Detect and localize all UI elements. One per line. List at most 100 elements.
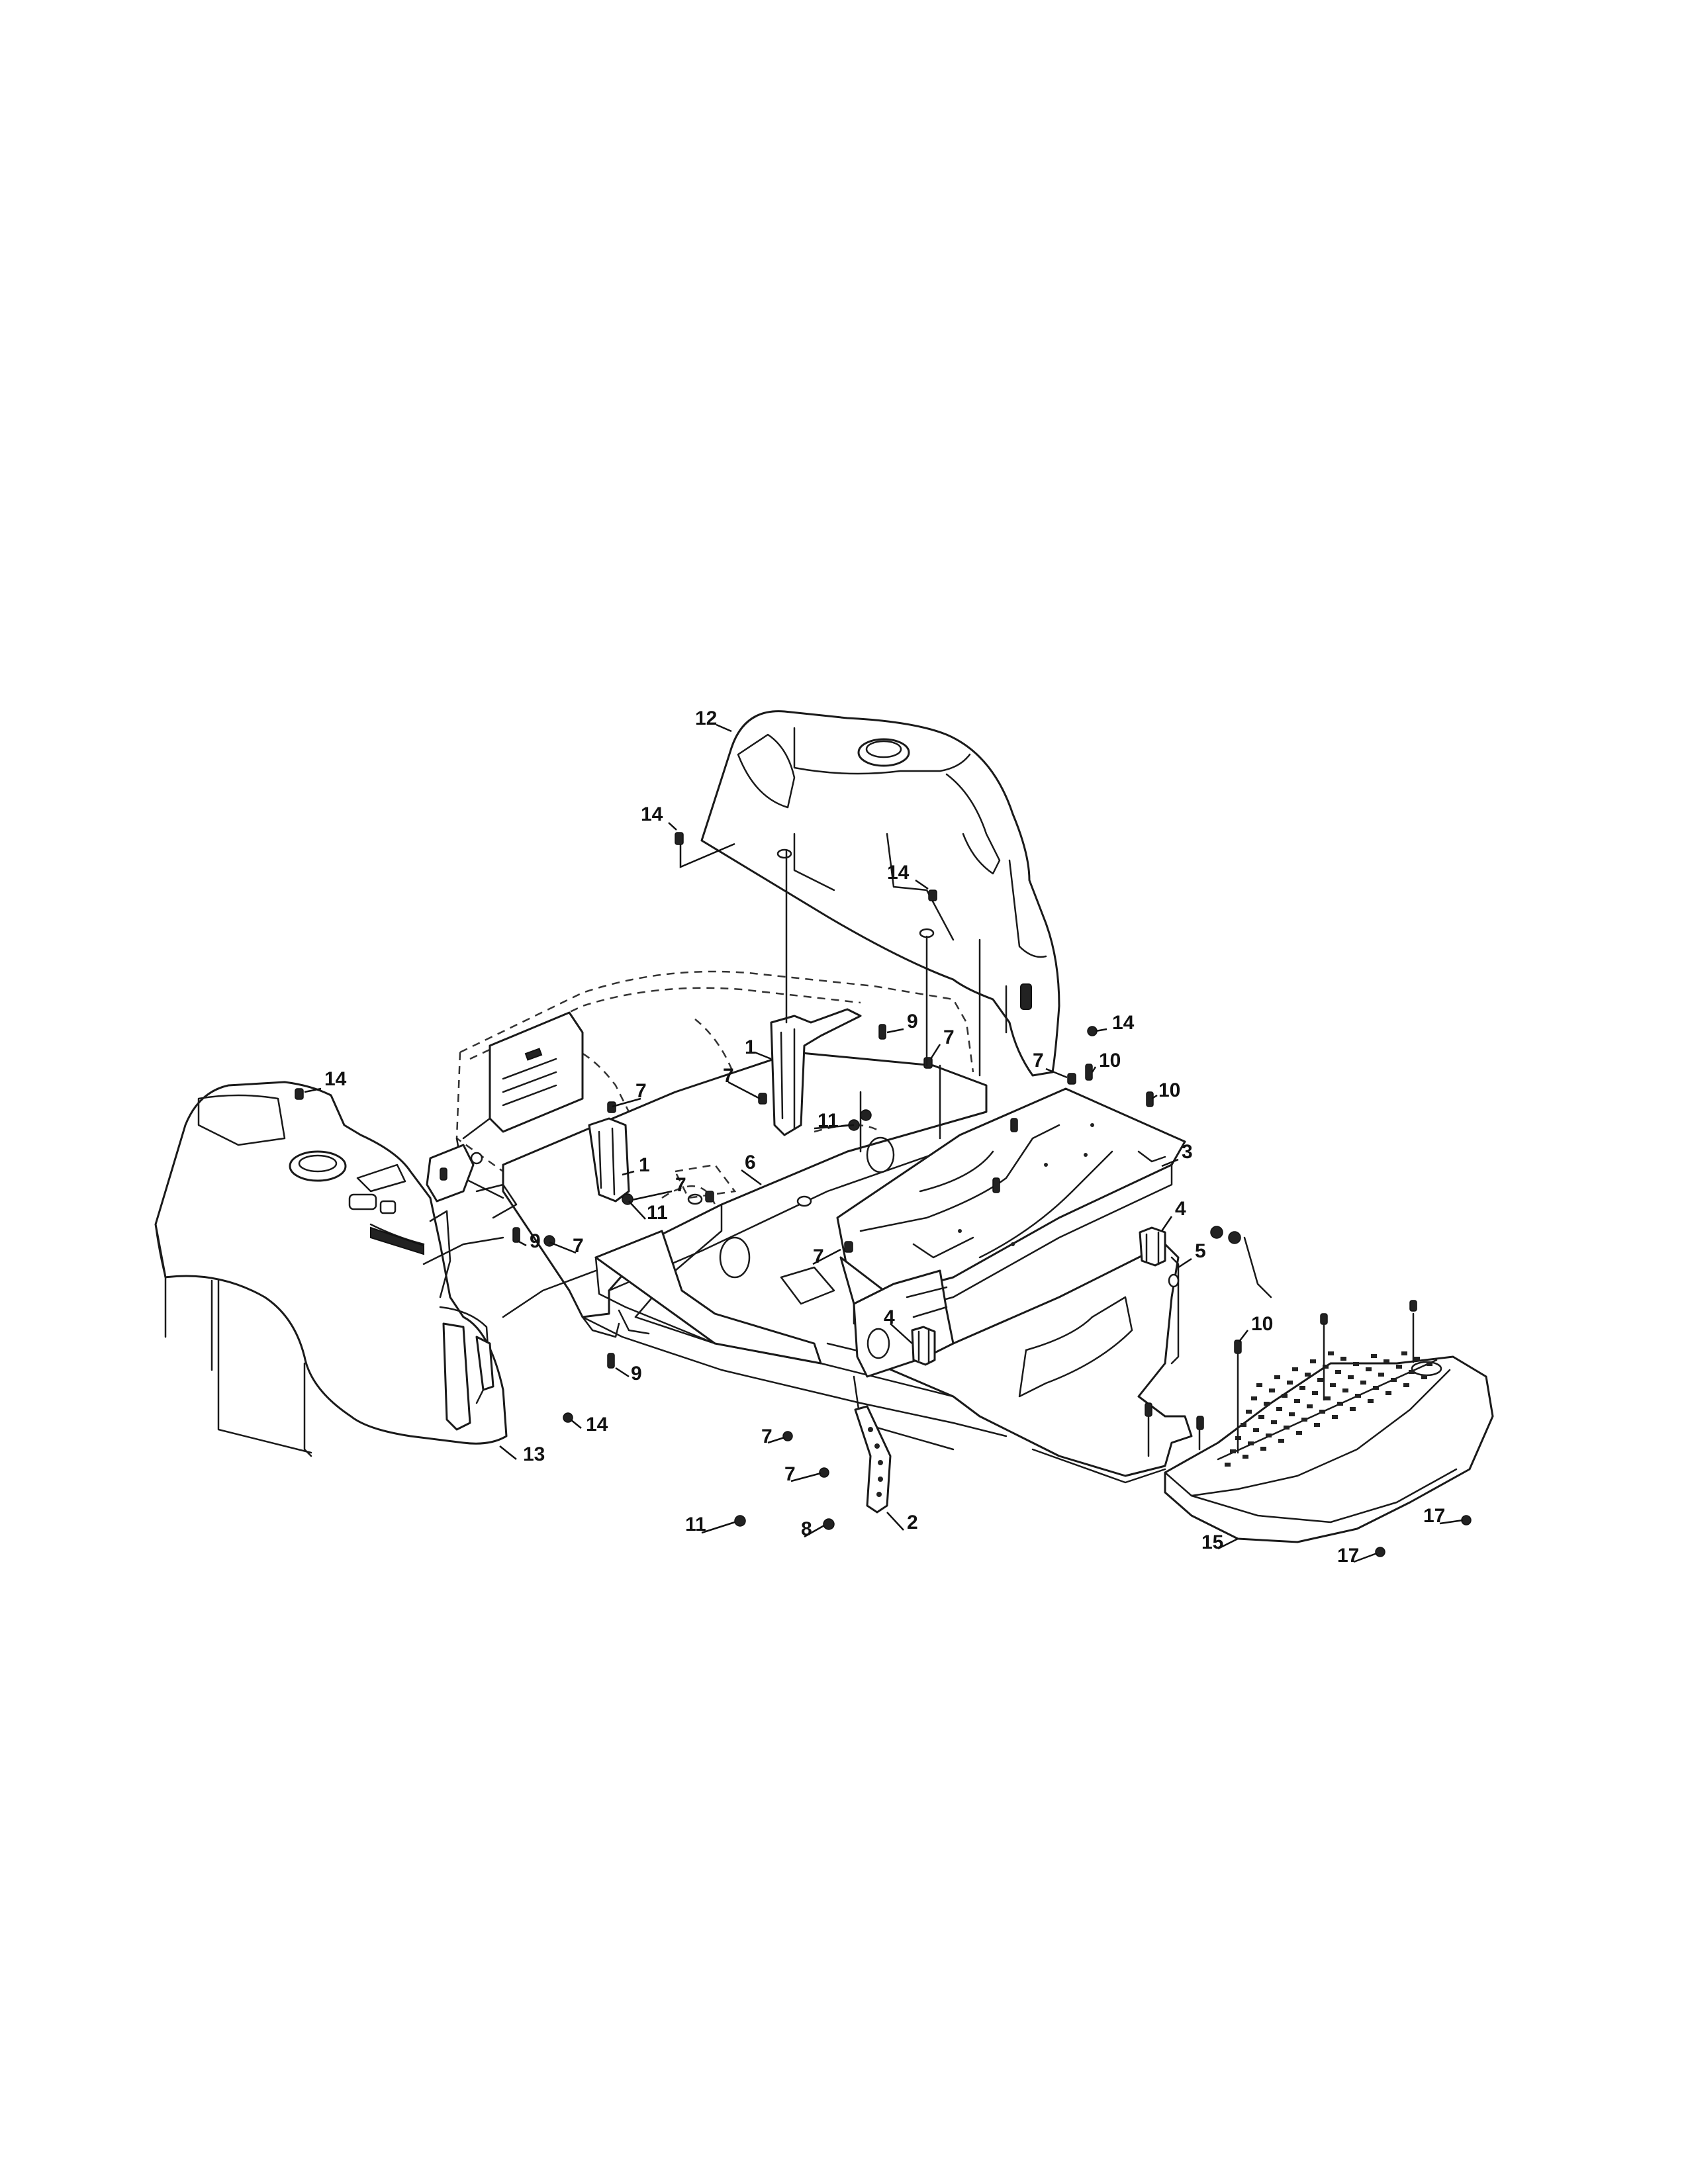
callout-label: 14 — [586, 1414, 608, 1435]
nut-icon — [1210, 1226, 1223, 1239]
tread-hole — [1317, 1378, 1323, 1382]
bolt-icon — [512, 1227, 520, 1243]
front-axle-bracket — [426, 1144, 518, 1219]
callout-label: 9 — [530, 1230, 541, 1252]
bolt-icon — [675, 832, 684, 845]
callout-label: 7 — [1033, 1050, 1044, 1071]
nut-icon — [543, 1235, 555, 1247]
nut-icon — [819, 1467, 829, 1478]
tread-hole — [1378, 1373, 1384, 1377]
tread-hole — [1296, 1431, 1302, 1435]
callout-label: 14 — [641, 803, 663, 825]
tread-hole — [1301, 1418, 1307, 1422]
tread-hole — [1287, 1381, 1293, 1385]
tread-hole — [1396, 1365, 1402, 1369]
footrest-tread-grid — [1217, 1359, 1438, 1461]
callout-label: 6 — [745, 1152, 756, 1173]
callout-label: 9 — [907, 1011, 918, 1032]
tread-hole — [1278, 1439, 1284, 1443]
bolt-icon — [440, 1167, 447, 1181]
tread-hole — [1368, 1399, 1374, 1403]
bolt-icon — [923, 1057, 933, 1069]
nut-icon — [563, 1412, 573, 1423]
seat-bracket-part — [588, 1008, 862, 1203]
callout-label: 11 — [818, 1110, 839, 1132]
tread-hole — [1305, 1373, 1311, 1377]
callout-label: 7 — [784, 1463, 796, 1485]
callout-label: 5 — [1195, 1240, 1206, 1262]
callout-label: 10 — [1251, 1313, 1273, 1335]
nut-icon — [782, 1431, 793, 1441]
tread-hole — [1243, 1455, 1248, 1459]
bolt-icon — [1320, 1313, 1328, 1325]
bolt-icon — [1085, 1064, 1093, 1081]
callout-label: 7 — [573, 1235, 584, 1257]
nut-icon — [823, 1518, 835, 1530]
tread-hole — [1294, 1399, 1300, 1403]
bolt-icon — [844, 1241, 853, 1253]
bolt-icon — [928, 889, 937, 901]
callout-label: 14 — [324, 1068, 347, 1090]
tread-hole — [1230, 1449, 1236, 1453]
tread-hole — [1256, 1383, 1262, 1387]
tread-hole — [1421, 1375, 1427, 1379]
callout-label: 15 — [1201, 1531, 1223, 1553]
leader-lines — [217, 723, 1464, 1563]
tread-hole — [1414, 1357, 1420, 1361]
footrest-part — [1164, 1351, 1494, 1543]
bolt-icon — [1067, 1073, 1076, 1085]
nut-icon — [1228, 1231, 1241, 1244]
bolt-icon — [1010, 1118, 1018, 1132]
tread-hole — [1385, 1391, 1391, 1395]
tread-hole — [1276, 1407, 1282, 1411]
tread-hole — [1391, 1378, 1397, 1382]
nut-icon — [734, 1515, 746, 1527]
callout-label: 14 — [1112, 1012, 1135, 1034]
bolt-icon — [1196, 1416, 1204, 1430]
step-bracket-part — [854, 1405, 892, 1514]
tread-hole — [1225, 1463, 1231, 1467]
tread-hole — [1314, 1423, 1320, 1427]
tread-hole — [1258, 1415, 1264, 1419]
callout-label: 13 — [523, 1443, 545, 1465]
callout-label: 2 — [907, 1512, 918, 1533]
callout-label: 9 — [631, 1363, 642, 1385]
tread-hole — [1332, 1415, 1338, 1419]
callout-label: 10 — [1099, 1050, 1121, 1071]
callout-label: 1 — [639, 1154, 650, 1176]
tread-hole — [1319, 1410, 1325, 1414]
rear-fender-part — [700, 710, 1060, 1077]
tread-hole — [1360, 1381, 1366, 1385]
tread-hole — [1310, 1359, 1316, 1363]
callout-label: 7 — [761, 1426, 773, 1447]
bolt-icon — [1145, 1402, 1152, 1417]
bolt-icon — [607, 1101, 616, 1113]
bolt-icon — [705, 1191, 714, 1203]
tread-hole — [1274, 1375, 1280, 1379]
tread-hole — [1383, 1359, 1389, 1363]
tread-hole — [1353, 1362, 1359, 1366]
footrest-tread-dots — [1225, 1351, 1432, 1467]
tread-hole — [1312, 1391, 1318, 1395]
tread-hole — [1355, 1394, 1361, 1398]
tread-hole — [1371, 1354, 1377, 1358]
tread-hole — [1269, 1388, 1275, 1392]
bolt-icon — [992, 1177, 1000, 1193]
callout-label: 17 — [1423, 1505, 1445, 1527]
bolt-icon — [295, 1088, 304, 1100]
callout-label: 7 — [675, 1174, 686, 1196]
callout-label: 1 — [745, 1036, 756, 1058]
bolt-icon — [1409, 1300, 1417, 1312]
seat-plate-holes — [958, 1123, 1094, 1246]
bolt-icon — [878, 1024, 886, 1040]
callout-label: 8 — [801, 1518, 812, 1540]
callout-label: 12 — [695, 707, 717, 729]
bolt-icon — [1146, 1091, 1154, 1107]
tread-hole — [1264, 1402, 1270, 1406]
tread-hole — [1401, 1351, 1407, 1355]
tread-hole — [1253, 1428, 1259, 1432]
tread-hole — [1299, 1386, 1305, 1390]
bolt-icon — [607, 1353, 615, 1369]
tread-hole — [1340, 1357, 1346, 1361]
